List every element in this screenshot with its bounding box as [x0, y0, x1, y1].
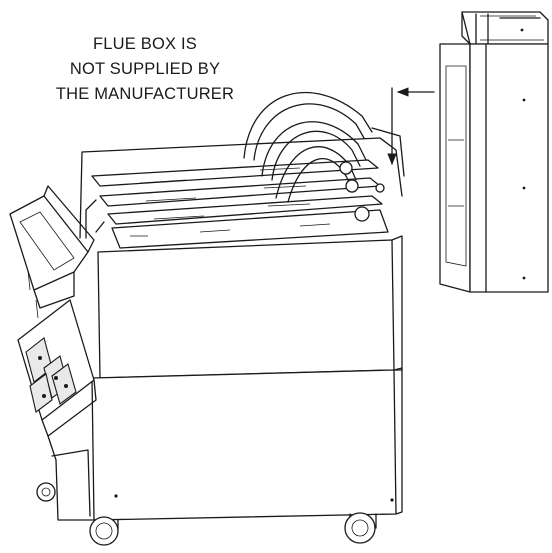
flue-box: [439, 11, 549, 293]
flue-box-note-line-1: FLUE BOX IS: [93, 35, 197, 53]
caster-wheel-icon: [36, 482, 56, 502]
flue-box-note: FLUE BOX IS NOT SUPPLIED BY THE MANUFACT…: [30, 32, 260, 107]
flue-box-note-line-2: NOT SUPPLIED BY: [69, 60, 221, 78]
fryer-unit: [9, 92, 405, 546]
caster-wheel-icon: [89, 516, 119, 546]
caster-wheel-icon: [344, 512, 377, 544]
flue-box-note-line-3: THE MANUFACTURER: [55, 85, 235, 103]
